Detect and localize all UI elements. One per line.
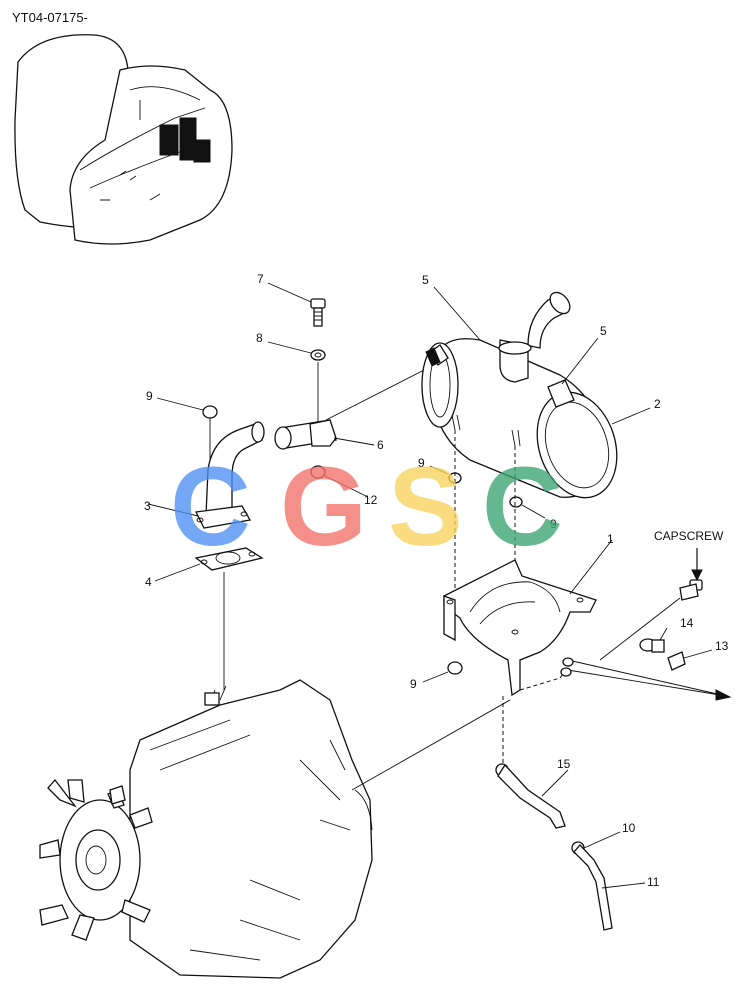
part-4-gasket xyxy=(154,547,264,690)
callout-5-top: 5 xyxy=(422,273,429,287)
callout-1: 1 xyxy=(607,532,614,546)
callout-9-lower: 9 xyxy=(410,677,417,691)
callout-5-right: 5 xyxy=(600,324,607,338)
part-7-capscrew xyxy=(267,282,326,327)
capscrew-group: CAPSCREW xyxy=(560,529,732,701)
part-8-nut xyxy=(267,341,326,430)
part-6-clamp xyxy=(274,366,431,450)
callout-3: 3 xyxy=(144,499,151,513)
capscrew-label: CAPSCREW xyxy=(654,529,724,543)
diagram-code: YT04-07175- xyxy=(12,10,88,25)
callout-14: 14 xyxy=(680,616,694,630)
part-3-elbow-pipe xyxy=(147,421,265,529)
callout-9-right: 9 xyxy=(550,517,557,531)
callout-labels: 7 5 5 8 9 2 6 9 12 3 9 1 4 14 13 9 15 10… xyxy=(144,272,729,889)
watermark-letter-c1: C xyxy=(170,444,251,569)
callout-10: 10 xyxy=(622,821,636,835)
callout-4: 4 xyxy=(145,575,152,589)
part-9-nut-lower xyxy=(422,661,463,683)
watermark-letter-g: G xyxy=(280,444,367,569)
part-10-11-tube xyxy=(571,831,646,931)
part-9-nuts-upper xyxy=(429,430,546,620)
callout-7: 7 xyxy=(257,272,264,286)
part-9-nut-left xyxy=(156,397,218,460)
callout-11: 11 xyxy=(647,875,660,889)
inset-machine-overview xyxy=(14,34,233,245)
callout-2: 2 xyxy=(654,397,661,411)
callout-8: 8 xyxy=(256,331,263,345)
callout-15: 15 xyxy=(557,757,571,771)
callout-9-mid: 9 xyxy=(418,456,425,470)
callout-9-left: 9 xyxy=(146,389,153,403)
watermark: C G S C xyxy=(170,444,563,569)
callout-13: 13 xyxy=(715,639,729,653)
watermark-letter-c2: C xyxy=(482,444,563,569)
part-2-air-cleaner xyxy=(421,286,651,499)
callout-6: 6 xyxy=(377,438,384,452)
callout-12: 12 xyxy=(364,493,378,507)
watermark-letter-s: S xyxy=(388,444,463,569)
engine-with-fan xyxy=(39,679,511,979)
part-15-tube xyxy=(495,696,569,829)
part-12-nut xyxy=(310,465,369,498)
